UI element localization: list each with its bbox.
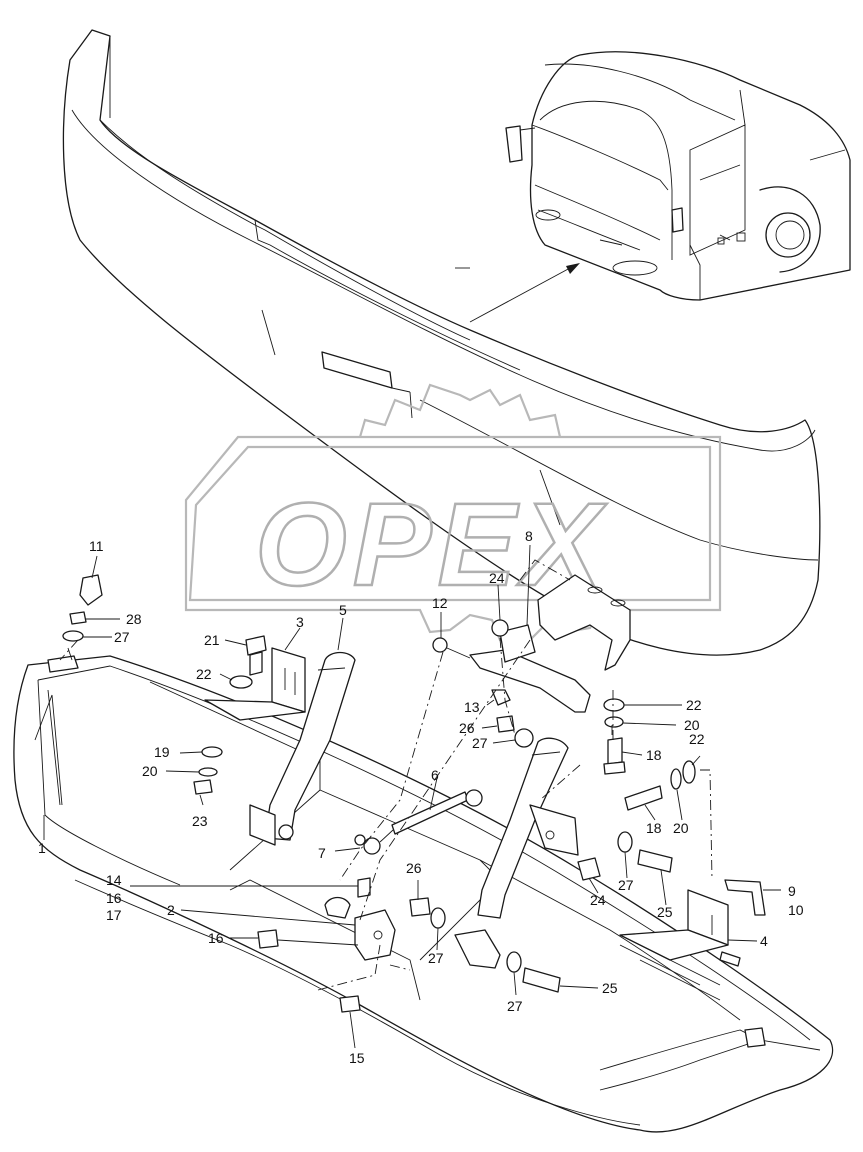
callout-22b: 22 — [686, 697, 702, 713]
callout-16a: 16 — [106, 890, 122, 906]
alignment-lines — [59, 559, 713, 991]
hinge-bracket-4 — [619, 889, 741, 967]
callout-20c: 20 — [673, 820, 689, 836]
hardware — [62, 574, 766, 1048]
callout-22a: 22 — [196, 666, 212, 682]
mounting-bracket-8 — [469, 574, 631, 713]
callout-27c: 27 — [618, 877, 634, 893]
callout-labels: 1 2 3 4 5 6 7 8 9 10 11 12 13 14 16 17 1… — [38, 528, 804, 1066]
bus-location-thumbnail — [455, 51, 851, 301]
callout-7: 7 — [318, 845, 326, 861]
front-bumper-shell — [62, 29, 821, 656]
callout-13: 13 — [464, 699, 480, 715]
support-arm-right — [477, 737, 569, 919]
support-arm-left — [249, 651, 356, 846]
callout-28: 28 — [126, 611, 142, 627]
callout-8: 8 — [525, 528, 533, 544]
location-arrow — [469, 263, 580, 323]
callout-22c: 22 — [689, 731, 705, 747]
callout-16b: 16 — [208, 930, 224, 946]
callout-24b: 24 — [590, 892, 606, 908]
callout-25b: 25 — [602, 980, 618, 996]
callout-11: 11 — [89, 538, 104, 554]
callout-15: 15 — [349, 1050, 365, 1066]
callout-23: 23 — [192, 813, 208, 829]
callout-6: 6 — [431, 767, 439, 783]
callout-27d: 27 — [428, 950, 444, 966]
hook-plate-9-10 — [724, 879, 766, 916]
callout-18a: 18 — [646, 747, 662, 763]
entry-step-tray — [13, 647, 834, 1133]
callout-27b: 27 — [472, 735, 488, 751]
callout-26a: 26 — [459, 720, 475, 736]
callout-14: 14 — [106, 872, 122, 888]
callout-18b: 18 — [646, 820, 662, 836]
callout-19: 19 — [154, 744, 170, 760]
gas-strut — [363, 789, 483, 855]
callout-27a: 27 — [114, 629, 130, 645]
leader-lines — [43, 544, 781, 1049]
callout-12: 12 — [432, 595, 448, 611]
callout-1: 1 — [38, 840, 46, 856]
callout-20b: 20 — [684, 717, 700, 733]
callout-3: 3 — [296, 614, 304, 630]
callout-17: 17 — [106, 907, 122, 923]
callout-25a: 25 — [657, 904, 673, 920]
arm-right-hinge — [529, 804, 579, 856]
callout-5: 5 — [339, 602, 347, 618]
callout-20a: 20 — [142, 763, 158, 779]
watermark-text: OPEX — [255, 479, 607, 611]
lock-latch-2 — [324, 896, 396, 961]
callout-21: 21 — [204, 632, 220, 648]
opex-watermark-logo: OPEX — [184, 383, 722, 642]
callout-4: 4 — [760, 933, 768, 949]
callout-24a: 24 — [489, 570, 505, 586]
callout-10: 10 — [788, 902, 804, 918]
callout-26b: 26 — [406, 860, 422, 876]
strut-lower-mount — [454, 929, 501, 969]
callout-9: 9 — [788, 883, 796, 899]
hinge-bracket-3 — [204, 647, 306, 721]
callout-27e: 27 — [507, 998, 523, 1014]
callout-2: 2 — [167, 902, 175, 918]
